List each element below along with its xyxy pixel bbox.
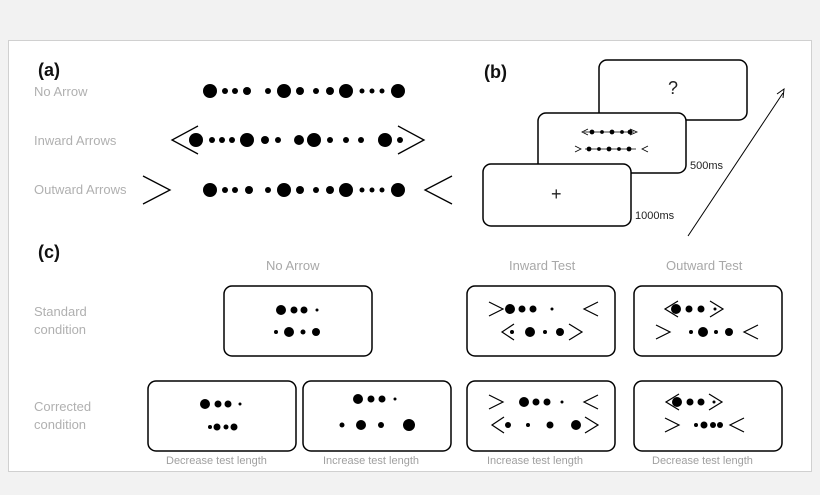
- panel-label-a: (a): [38, 60, 60, 80]
- dots-standard-inward: [505, 304, 564, 337]
- row-label-no-arrow: No Arrow: [34, 84, 88, 99]
- question-mark: ?: [668, 78, 679, 98]
- row-label-standard: Standard: [34, 304, 87, 319]
- caption-decrease-1: Decrease test length: [166, 455, 267, 467]
- panel-label-c: (c): [38, 242, 60, 262]
- box-standard-no-arrow: [223, 285, 373, 357]
- dot-row-outward-arrows: [203, 183, 405, 197]
- caption-decrease-2: Decrease test length: [652, 455, 753, 467]
- inward-arrow-left-icon: [170, 125, 199, 155]
- col-label-no-arrow: No Arrow: [266, 258, 320, 273]
- duration-1000ms: 1000ms: [635, 210, 675, 222]
- fixation-cross: +: [551, 184, 562, 204]
- dots-corrected-decrease: [200, 399, 242, 431]
- dots-standard-outward: [671, 304, 733, 337]
- box-corrected-increase: [302, 380, 452, 452]
- dots-corrected-increase: [339, 394, 415, 431]
- dot-row-no-arrow: [203, 84, 405, 98]
- row-label-inward-arrows: Inward Arrows: [34, 133, 117, 148]
- col-label-outward-test: Outward Test: [666, 258, 743, 273]
- row-label-standard-condition: condition: [34, 322, 87, 337]
- time-arrow-head-icon: [776, 87, 785, 99]
- arrows-corrected-outward-icon: [664, 393, 745, 433]
- screen-stimulus-mini-dots: [574, 128, 649, 153]
- inward-arrow-right-icon: [397, 125, 426, 155]
- box-corrected-inward: [466, 380, 616, 452]
- row-label-corrected: Corrected: [34, 399, 92, 414]
- outward-arrow-left-icon: [142, 175, 172, 205]
- box-corrected-decrease: [147, 380, 297, 452]
- dots-standard-no-arrow: [274, 305, 320, 337]
- arrows-standard-outward-icon: [655, 300, 759, 340]
- dot-row-inward-arrows: [189, 133, 403, 147]
- caption-increase-1: Increase test length: [323, 455, 420, 467]
- panel-label-b: (b): [484, 62, 507, 82]
- box-standard-outward: [633, 285, 783, 357]
- arrows-corrected-inward-icon: [488, 394, 600, 434]
- row-label-corrected-condition: condition: [34, 417, 87, 432]
- duration-500ms: 500ms: [690, 160, 724, 172]
- time-arrow-line: [687, 92, 784, 237]
- box-corrected-outward: [633, 380, 783, 452]
- dots-corrected-inward: [505, 397, 581, 430]
- box-standard-inward: [466, 285, 616, 357]
- outward-arrow-right-icon: [423, 175, 453, 205]
- row-label-outward-arrows: Outward Arrows: [34, 182, 127, 197]
- dots-corrected-outward: [672, 397, 723, 429]
- caption-increase-2: Increase test length: [487, 455, 584, 467]
- screen-fixation: [482, 163, 632, 227]
- col-label-inward-test: Inward Test: [509, 258, 576, 273]
- arrows-standard-inward-icon: [488, 301, 599, 341]
